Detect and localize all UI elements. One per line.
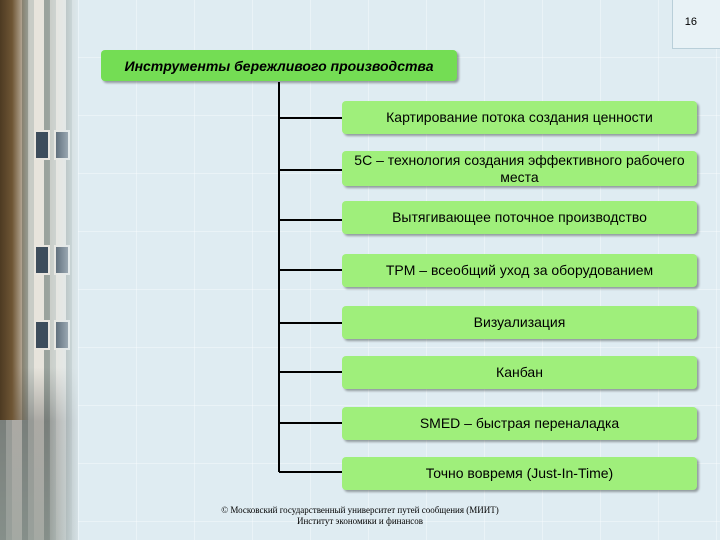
slide-number: 16 — [684, 16, 697, 28]
photo-fade — [48, 0, 78, 540]
building-photo — [0, 0, 78, 540]
item-jit: Точно вовремя (Just-In-Time) — [342, 457, 697, 490]
footer-line-2: Институт экономики и финансов — [296, 516, 424, 526]
item-pull-production: Вытягивающее поточное производство — [342, 201, 697, 234]
slide-number-box: 16 — [672, 0, 720, 49]
item-tpm: TPM – всеобщий уход за оборудованием — [342, 254, 697, 287]
item-smed: SMED – быстрая переналадка — [342, 407, 697, 440]
footer-line-1: © Московский государственный университет… — [221, 505, 499, 515]
item-value-stream-mapping: Картирование потока создания ценности — [342, 101, 697, 134]
footer: © Московский государственный университет… — [200, 505, 520, 527]
item-kanban: Канбан — [342, 356, 697, 389]
item-5s: 5С – технология создания эффективного ра… — [342, 151, 697, 186]
title-box: Инструменты бережливого производства — [101, 50, 457, 81]
item-visualization: Визуализация — [342, 306, 697, 339]
tree-shape — [0, 0, 30, 420]
